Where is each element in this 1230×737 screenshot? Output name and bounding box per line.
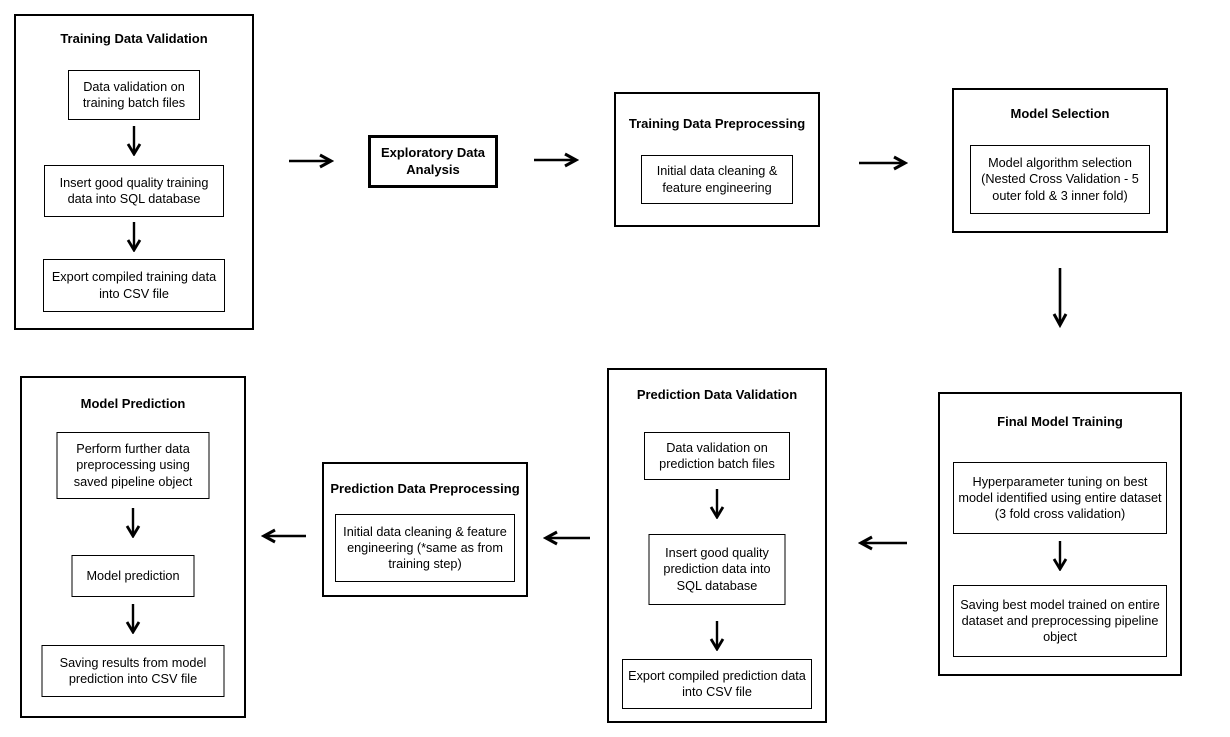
step-label: Hyperparameter tuning on best model iden… [958,474,1162,522]
stage-title: Model Selection [1010,106,1110,121]
step-label: Data validation on training batch files [82,79,186,110]
flow-arrow-left-icon [261,528,306,544]
stage-exploratory-data-analysis: Exploratory Data Analysis [368,135,498,188]
stage-title: Training Data Validation [60,31,208,46]
step-box: Saving results from model prediction int… [41,645,225,697]
flow-arrow-right-icon [289,153,334,169]
stage-model-prediction: Model Prediction Perform further data pr… [20,376,246,718]
step-label: Saving results from model prediction int… [59,655,207,686]
step-box: Export compiled prediction data into CSV… [622,659,812,709]
flow-arrow-right-icon [859,155,908,171]
step-box: Model algorithm selection (Nested Cross … [970,145,1150,214]
step-box: Data validation on prediction batch file… [644,432,790,480]
stage-prediction-data-validation: Prediction Data Validation Data validati… [607,368,827,723]
step-arrow-down-icon [126,126,142,156]
step-label: Insert good quality prediction data into… [663,546,771,593]
step-label: Initial data cleaning & feature engineer… [656,164,778,195]
stage-final-model-training: Final Model Training Hyperparameter tuni… [938,392,1182,676]
step-label: Initial data cleaning & feature engineer… [343,524,507,572]
step-arrow-down-icon [125,508,141,538]
stage-title: Training Data Preprocessing [628,116,806,131]
flow-arrow-left-icon [858,535,907,551]
step-box: Model prediction [71,555,195,597]
step-box: Insert good quality training data into S… [44,165,224,217]
step-arrow-down-icon [125,604,141,634]
step-box: Hyperparameter tuning on best model iden… [953,462,1167,534]
step-label: Export compiled prediction data into CSV… [628,668,806,699]
stage-training-data-preprocessing: Training Data Preprocessing Initial data… [614,92,820,227]
step-label: Model algorithm selection (Nested Cross … [981,156,1139,203]
step-arrow-down-icon [1052,541,1068,571]
step-label: Model prediction [86,568,180,583]
stage-title: Prediction Data Preprocessing [330,481,520,496]
step-arrow-down-icon [126,222,142,252]
step-box: Export compiled training data into CSV f… [43,259,225,312]
step-label: Perform further data preprocessing using… [73,442,193,489]
step-label: Saving best model trained on entire data… [960,597,1160,645]
flow-arrow-left-icon [543,530,590,546]
flow-arrow-down-icon [1052,268,1068,328]
stage-title: Final Model Training [997,414,1123,429]
stage-training-data-validation: Training Data Validation Data validation… [14,14,254,330]
step-box: Perform further data preprocessing using… [56,432,210,499]
step-box: Saving best model trained on entire data… [953,585,1167,657]
step-box: Insert good quality prediction data into… [648,534,786,605]
step-arrow-down-icon [709,621,725,651]
stage-title: Prediction Data Validation [636,387,798,402]
stage-title: Exploratory Data Analysis [380,144,486,177]
step-label: Insert good quality training data into S… [59,175,209,206]
step-label: Export compiled training data into CSV f… [51,270,217,301]
step-box: Data validation on training batch files [68,70,200,120]
flow-arrow-right-icon [534,152,579,168]
step-label: Data validation on prediction batch file… [659,440,775,471]
stage-prediction-data-preprocessing: Prediction Data Preprocessing Initial da… [322,462,528,597]
step-box: Initial data cleaning & feature engineer… [641,155,793,204]
step-arrow-down-icon [709,489,725,519]
stage-model-selection: Model Selection Model algorithm selectio… [952,88,1168,233]
step-box: Initial data cleaning & feature engineer… [335,514,515,582]
stage-title: Model Prediction [80,396,186,411]
